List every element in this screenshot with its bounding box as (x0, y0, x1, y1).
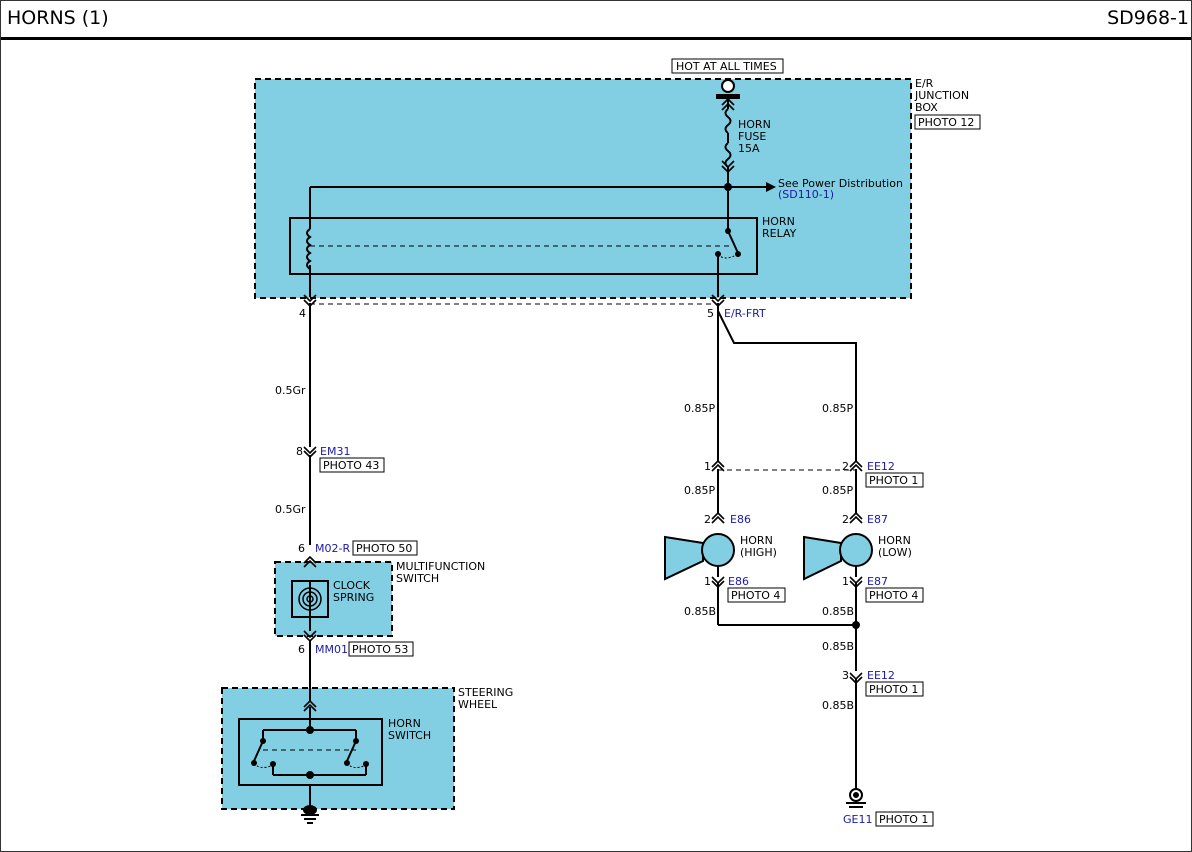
wire-085p-left-lower: 0.85P (684, 484, 715, 497)
title-bar: HORNS (1) SD968-1 (1, 1, 1191, 40)
wire-05gr-upper: 0.5Gr (275, 384, 306, 397)
horn-switch-dots (251, 726, 369, 779)
wire-085b-bottom: 0.85B (822, 699, 854, 712)
clock-spring-coil-outer (298, 587, 322, 611)
wires (309, 99, 857, 805)
clock-spring-coil-inner (306, 595, 314, 603)
connector-chevrons (303, 97, 863, 712)
photo-boxes (319, 58, 981, 827)
pin-5-label: 5 (707, 307, 714, 320)
wire-085b-mid: 0.85B (822, 640, 854, 653)
dashed-links (263, 245, 856, 751)
horn-switch-contacts (253, 729, 367, 776)
ee12-connector-label-lower: EE12 (867, 669, 895, 682)
pin-2-ee12-label: 2 (842, 460, 849, 473)
wire-085p-left-upper: 0.85P (684, 402, 715, 415)
ee12-photo-lower: PHOTO 1 (869, 683, 918, 696)
ge11-ground-label: GE11 (843, 813, 872, 826)
wire-085b-left: 0.85B (684, 605, 716, 618)
wire-085p-right-upper: 0.85P (822, 402, 853, 415)
pin-6-m02r-label: 6 (298, 542, 305, 555)
m02r-photo: PHOTO 50 (356, 542, 412, 555)
multifunction-switch-box (274, 561, 393, 637)
splice-points (715, 183, 860, 629)
mm01-photo: PHOTO 53 (352, 643, 408, 656)
pin-6-mm01-label: 6 (298, 643, 305, 656)
pin-1-e86-label: 1 (704, 575, 711, 588)
steering-wheel-box (221, 687, 455, 810)
em31-photo: PHOTO 43 (323, 459, 379, 472)
ee12-photo-upper: PHOTO 1 (869, 474, 918, 487)
horn-relay-box (289, 217, 758, 275)
pin-8-label: 8 (296, 445, 303, 458)
e87-photo: PHOTO 4 (869, 589, 918, 602)
er-frt-connector-label: E/R-FRT (724, 307, 766, 320)
clock-spring-icon (291, 580, 329, 618)
power-distribution-link[interactable]: (SD110-1) (778, 188, 834, 201)
pin-2-e87-label: 2 (842, 513, 849, 526)
er-junction-box (254, 78, 912, 299)
em31-connector-label: EM31 (320, 445, 350, 458)
e86-connector-label-top: E86 (730, 513, 751, 526)
see-power-distribution-label: See Power Distribution (778, 177, 903, 190)
wire-085p-right-lower: 0.85P (822, 484, 853, 497)
hot-at-all-times-label: HOT AT ALL TIMES (676, 60, 777, 73)
horn-low-label: HORN(LOW) (878, 534, 912, 559)
ee12-connector-label-upper: EE12 (867, 460, 895, 473)
pin-1-e87-label: 1 (842, 575, 849, 588)
pin-2-e86-label: 2 (704, 513, 711, 526)
pin-4-label: 4 (299, 307, 306, 320)
mm01-connector-label: MM01 (315, 643, 348, 656)
pin-3-ee12-label: 3 (842, 669, 849, 682)
page-code: SD968-1 (1107, 7, 1189, 29)
wire-05gr-lower: 0.5Gr (275, 503, 306, 516)
er-junction-box-photo: PHOTO 12 (918, 116, 974, 129)
clock-spring-coil-mid (302, 591, 318, 607)
e87-connector-label-top: E87 (867, 513, 888, 526)
wire-085b-right: 0.85B (822, 605, 854, 618)
battery-terminal-icon (721, 79, 735, 93)
ground-icon-ge11 (846, 788, 866, 808)
horn-high-label: HORN(HIGH) (740, 534, 777, 559)
e86-photo: PHOTO 4 (731, 589, 780, 602)
horn-low-icon (803, 533, 873, 581)
page-title: HORNS (1) (7, 7, 109, 29)
m02r-connector-label: M02-R (315, 542, 350, 555)
power-distribution-arrow (766, 182, 776, 192)
ground-icon-steering (301, 805, 319, 824)
pin-1-ee12-label: 1 (704, 460, 711, 473)
fuse-block-icon (716, 94, 740, 99)
e86-connector-label-bottom: E86 (728, 575, 749, 588)
relay-coil (306, 228, 312, 270)
ge11-photo: PHOTO 1 (879, 813, 928, 826)
horn-high-icon (664, 533, 735, 581)
e87-connector-label-bottom: E87 (867, 575, 888, 588)
